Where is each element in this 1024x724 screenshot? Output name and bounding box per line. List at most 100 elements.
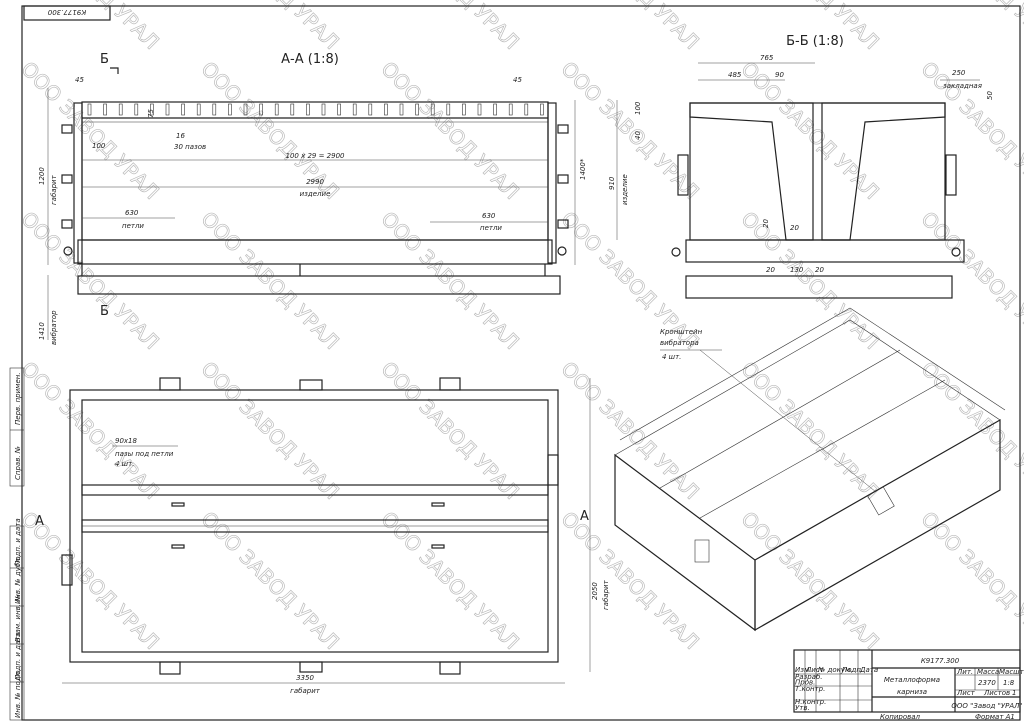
strip-podp2: Подп. и дата xyxy=(14,632,22,680)
slot xyxy=(430,103,435,116)
tb-role-approve: Утв. xyxy=(795,704,810,712)
slot-count: 4 шт. xyxy=(115,460,134,468)
slot xyxy=(290,103,295,116)
dim-height-star: 1400* xyxy=(579,158,587,180)
section-aa-title: А-А (1:8) xyxy=(281,52,339,67)
tb-role-tcontr: Т.контр. xyxy=(795,685,825,693)
dim-75: 75 xyxy=(147,109,155,118)
strip-podl: Инв. № подл. xyxy=(14,670,22,718)
dim-250: 250 xyxy=(952,69,966,77)
slot xyxy=(493,103,497,116)
slot xyxy=(368,103,373,116)
dim-130: 130 xyxy=(790,266,804,274)
dim-485: 485 xyxy=(728,71,742,79)
slot xyxy=(212,103,217,116)
slot xyxy=(462,103,466,116)
dim-width: 3350 xyxy=(296,674,314,682)
product-label-bb: изделие xyxy=(621,174,629,205)
dim-45-right: 45 xyxy=(513,76,522,84)
section-bb-title: Б-Б (1:8) xyxy=(786,34,844,49)
loops-label-left: петли xyxy=(122,222,144,230)
slot xyxy=(181,103,185,116)
tb-copied: Копировал xyxy=(880,713,921,721)
stamp-code: К9177.300 xyxy=(47,8,86,16)
plan-view: 90x18 пазы под петли 4 шт. 3350 габарит … xyxy=(35,377,610,695)
dim-depth: 2050 xyxy=(591,582,599,600)
strip-vzam: Взам. инв. № xyxy=(14,594,22,642)
slot-dim: 90x18 xyxy=(115,437,138,445)
slot xyxy=(274,103,279,116)
slot xyxy=(259,103,263,116)
strip-sprav: Справ. № xyxy=(14,446,22,480)
slot xyxy=(477,103,482,116)
dim-overall-height: 1200 xyxy=(38,167,46,185)
tb-company: ООО "Завод "УРАЛ" xyxy=(951,702,1022,710)
slot xyxy=(446,103,451,116)
tb-role-check: Пров. xyxy=(795,679,815,687)
section-mark-b-bottom: Б xyxy=(100,304,109,319)
stamp-code-box: К9177.300 xyxy=(23,5,111,21)
dim-45-left: 45 xyxy=(75,76,84,84)
tb-h-doc: № докум. xyxy=(817,666,853,674)
dim-20-d: 20 xyxy=(815,266,824,274)
section-aa-view: А-А (1:8) Б Б 45 45 75 100 16 30 пазов 1… xyxy=(38,52,587,345)
slot xyxy=(228,103,232,116)
tb-col-scale: Масштаб xyxy=(999,668,1024,676)
slot xyxy=(118,103,123,116)
slot xyxy=(399,103,404,116)
slot xyxy=(165,103,170,116)
callout-line1: Кронштейн xyxy=(660,328,703,336)
dim-20-c: 20 xyxy=(766,266,775,274)
title-block: К9177.300 Металлоформа карниза Лит. Масс… xyxy=(793,649,1024,721)
tb-h-date: Дата xyxy=(859,666,878,674)
callout-line2: вибратора xyxy=(660,339,699,347)
slot xyxy=(196,103,201,116)
section-mark-a-left: А xyxy=(35,514,44,529)
slot xyxy=(243,103,248,116)
dim-16: 16 xyxy=(176,132,185,140)
slot xyxy=(134,103,139,116)
dim-910: 910 xyxy=(608,176,616,190)
vibrator-label: вибратор xyxy=(50,310,58,345)
tb-code: К9177.300 xyxy=(921,657,960,665)
strip-perv: Перв. примен. xyxy=(14,372,22,425)
dim-vibrator: 1410 xyxy=(38,322,46,340)
width-label: габарит xyxy=(290,687,321,695)
tb-h-izm: Изм. xyxy=(795,666,811,674)
slot xyxy=(306,103,310,116)
callout-count: 4 шт. xyxy=(662,353,681,361)
slot xyxy=(321,103,326,116)
tb-name-2: карниза xyxy=(897,688,927,696)
tb-role-dev: Разраб. xyxy=(795,673,823,681)
vibrator-base xyxy=(77,275,561,295)
tb-sheets-label: Листов xyxy=(983,689,1010,697)
isometric-view: Кронштейн вибратора 4 шт. xyxy=(614,307,1006,632)
dim-product-length: 2990 xyxy=(306,178,324,186)
strip-podp1: Подп. и дата xyxy=(14,518,22,566)
product-label: изделие xyxy=(300,190,331,198)
dim-20-a: 20 xyxy=(762,219,770,228)
tb-sheet-label: Лист xyxy=(956,689,976,697)
slot-note: пазы под петли xyxy=(115,450,174,458)
overall-label: габарит xyxy=(50,174,58,205)
embedded-label: закладная xyxy=(943,82,982,90)
tb-name-1: Металлоформа xyxy=(884,676,940,684)
left-strip: Перв. примен. Справ. № Подп. и дата Инв.… xyxy=(9,367,25,721)
dim-loops-right: 630 xyxy=(482,212,496,220)
slot xyxy=(384,103,388,116)
dim-20-b: 20 xyxy=(790,224,799,232)
slot xyxy=(87,103,92,116)
slot xyxy=(150,103,154,116)
depth-label: габарит xyxy=(602,579,610,610)
sheet-border xyxy=(21,5,1021,721)
slot xyxy=(103,103,107,116)
tb-sheets: 1 xyxy=(1012,689,1016,697)
dim-100-bb: 100 xyxy=(634,101,642,115)
tb-h-podp: Подп. xyxy=(842,666,863,674)
tb-col-lit: Лит. xyxy=(956,668,973,676)
section-bb-view: Б-Б (1:8) 765 485 90 250 закладная 50 10… xyxy=(608,34,994,299)
slots-note: 30 пазов xyxy=(174,143,206,151)
slot xyxy=(337,103,341,116)
dim-loops-left: 630 xyxy=(125,209,139,217)
